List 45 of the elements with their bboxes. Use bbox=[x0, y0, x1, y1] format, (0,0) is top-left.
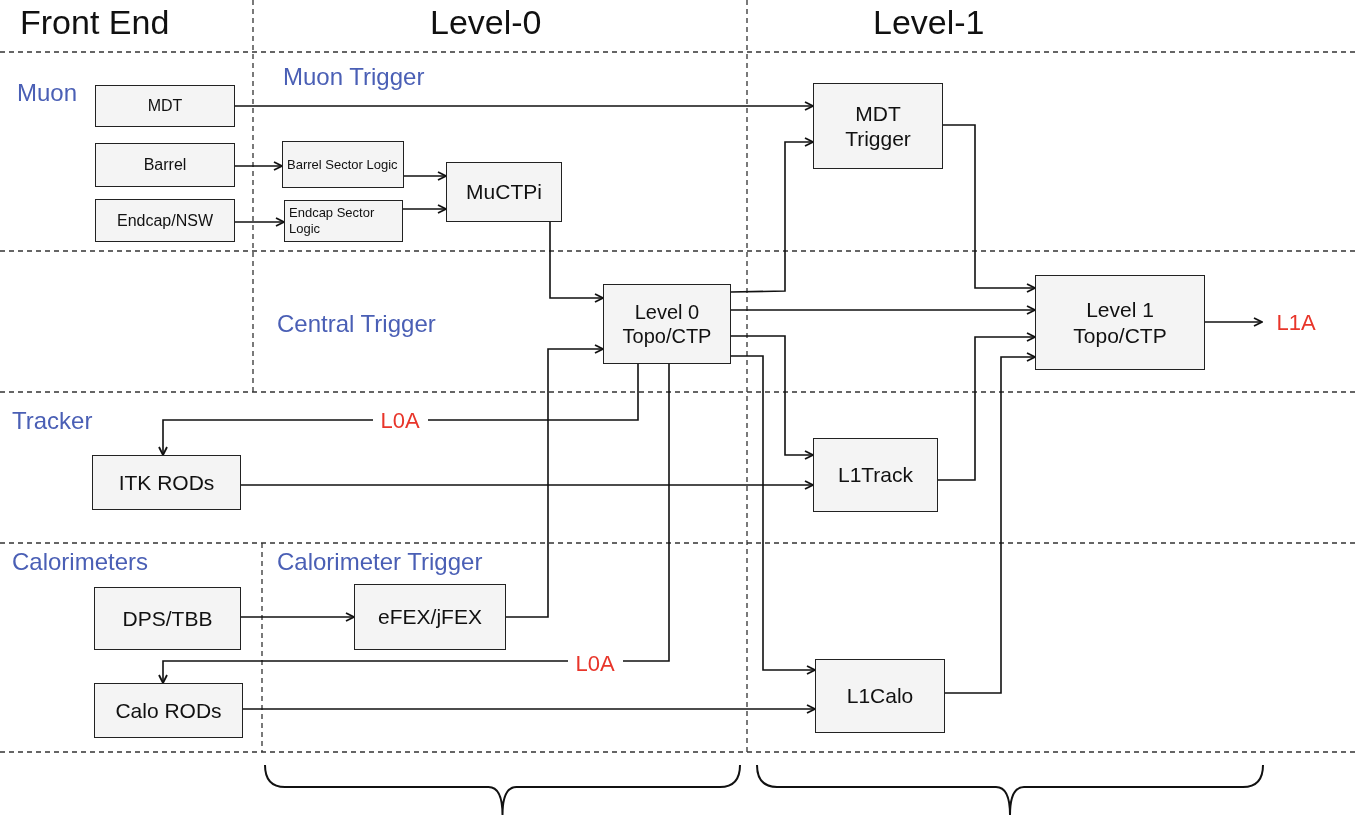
column-heading: Front End bbox=[20, 4, 170, 42]
arrow bbox=[240, 612, 355, 622]
process-box: MDT bbox=[95, 85, 235, 127]
process-box: Endcap Sector Logic bbox=[284, 200, 403, 242]
arrow bbox=[937, 332, 1036, 481]
column-heading: Level-0 bbox=[430, 4, 542, 42]
process-box: Calo RODs bbox=[94, 683, 243, 738]
process-box: L1Calo bbox=[815, 659, 945, 733]
process-box: Level 1 Topo/CTP bbox=[1035, 275, 1205, 370]
arrow bbox=[240, 480, 814, 490]
arrow bbox=[730, 305, 1036, 315]
arrow bbox=[242, 704, 816, 714]
section-label: Muon Trigger bbox=[283, 64, 425, 91]
arrow bbox=[402, 204, 447, 214]
process-box: MuCTPi bbox=[446, 162, 562, 222]
arrow bbox=[1204, 317, 1263, 327]
section-label: Tracker bbox=[12, 408, 93, 435]
arrow bbox=[730, 137, 814, 293]
arrow bbox=[234, 217, 285, 227]
section-label: Calorimeters bbox=[12, 549, 149, 576]
column-heading: Level-1 bbox=[873, 4, 985, 42]
process-box: Barrel Sector Logic bbox=[282, 141, 404, 188]
arrow bbox=[505, 344, 604, 618]
process-box: Level 0 Topo/CTP bbox=[603, 284, 731, 364]
arrow bbox=[944, 352, 1036, 694]
process-box: eFEX/jFEX bbox=[354, 584, 506, 650]
process-box: ITK RODs bbox=[92, 455, 241, 510]
arrow bbox=[234, 101, 814, 111]
arrow bbox=[549, 221, 604, 303]
signal-label: L1A bbox=[1262, 308, 1330, 338]
arrow bbox=[730, 335, 814, 460]
process-box: Endcap/NSW bbox=[95, 199, 235, 242]
arrow bbox=[234, 161, 283, 171]
process-box: Barrel bbox=[95, 143, 235, 187]
section-label: Central Trigger bbox=[277, 311, 436, 338]
section-label: Muon bbox=[17, 80, 78, 107]
arrow bbox=[403, 171, 447, 181]
process-box: MDT Trigger bbox=[813, 83, 943, 169]
process-box: L1Track bbox=[813, 438, 938, 512]
process-box: DPS/TBB bbox=[94, 587, 241, 650]
section-label: Calorimeter Trigger bbox=[277, 549, 483, 576]
arrow bbox=[942, 124, 1036, 293]
arrow bbox=[158, 363, 639, 456]
arrow bbox=[730, 355, 816, 675]
arrow bbox=[158, 363, 670, 684]
